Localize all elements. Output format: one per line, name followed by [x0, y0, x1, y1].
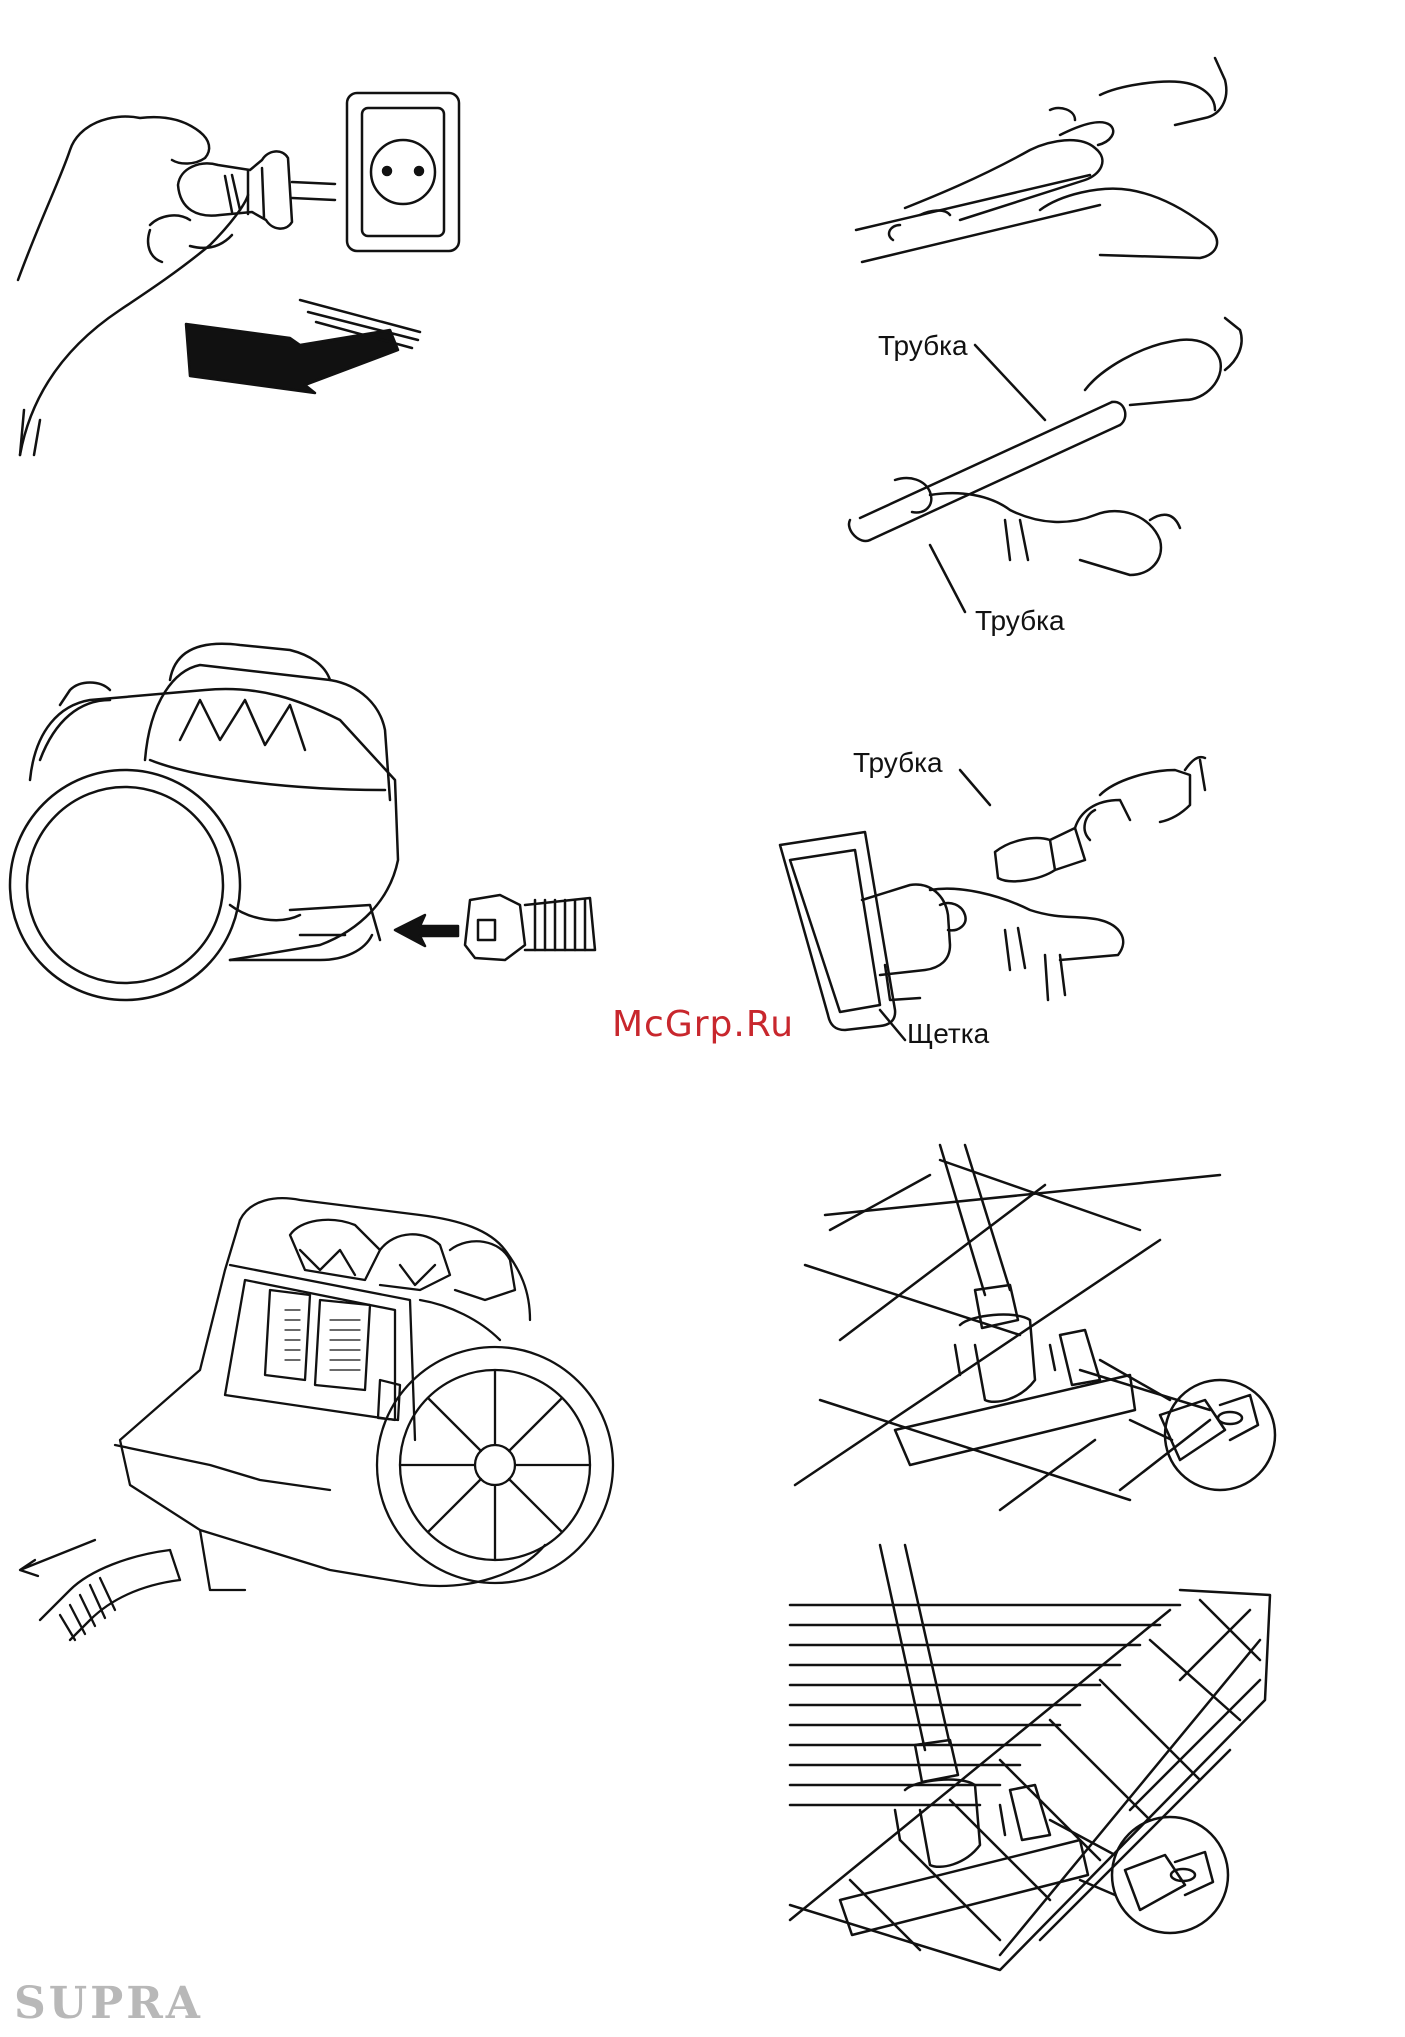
watermark: McGrp.Ru	[612, 1004, 794, 1045]
brand-logo: SUPRA	[14, 1978, 203, 2029]
